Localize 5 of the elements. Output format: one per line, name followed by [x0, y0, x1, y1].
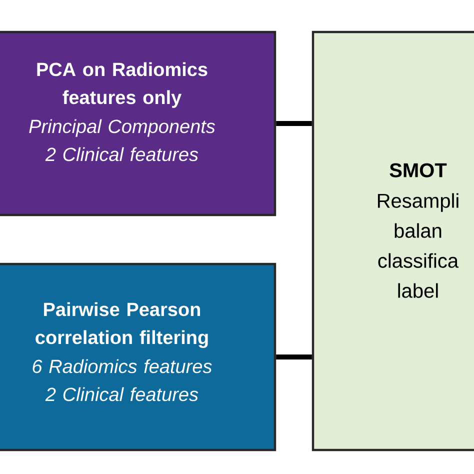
connector-line — [276, 354, 312, 360]
method-box: Pairwise Pearson correlation filtering 6 Radiomics features 2 Clinical features — [0, 262, 276, 452]
step-box: SMOT Resampli balan classifica label — [312, 30, 474, 452]
method-box: PCA on Radiomics features only Principal Components 2 Clinical features — [0, 30, 276, 216]
connector-line — [276, 121, 312, 126]
